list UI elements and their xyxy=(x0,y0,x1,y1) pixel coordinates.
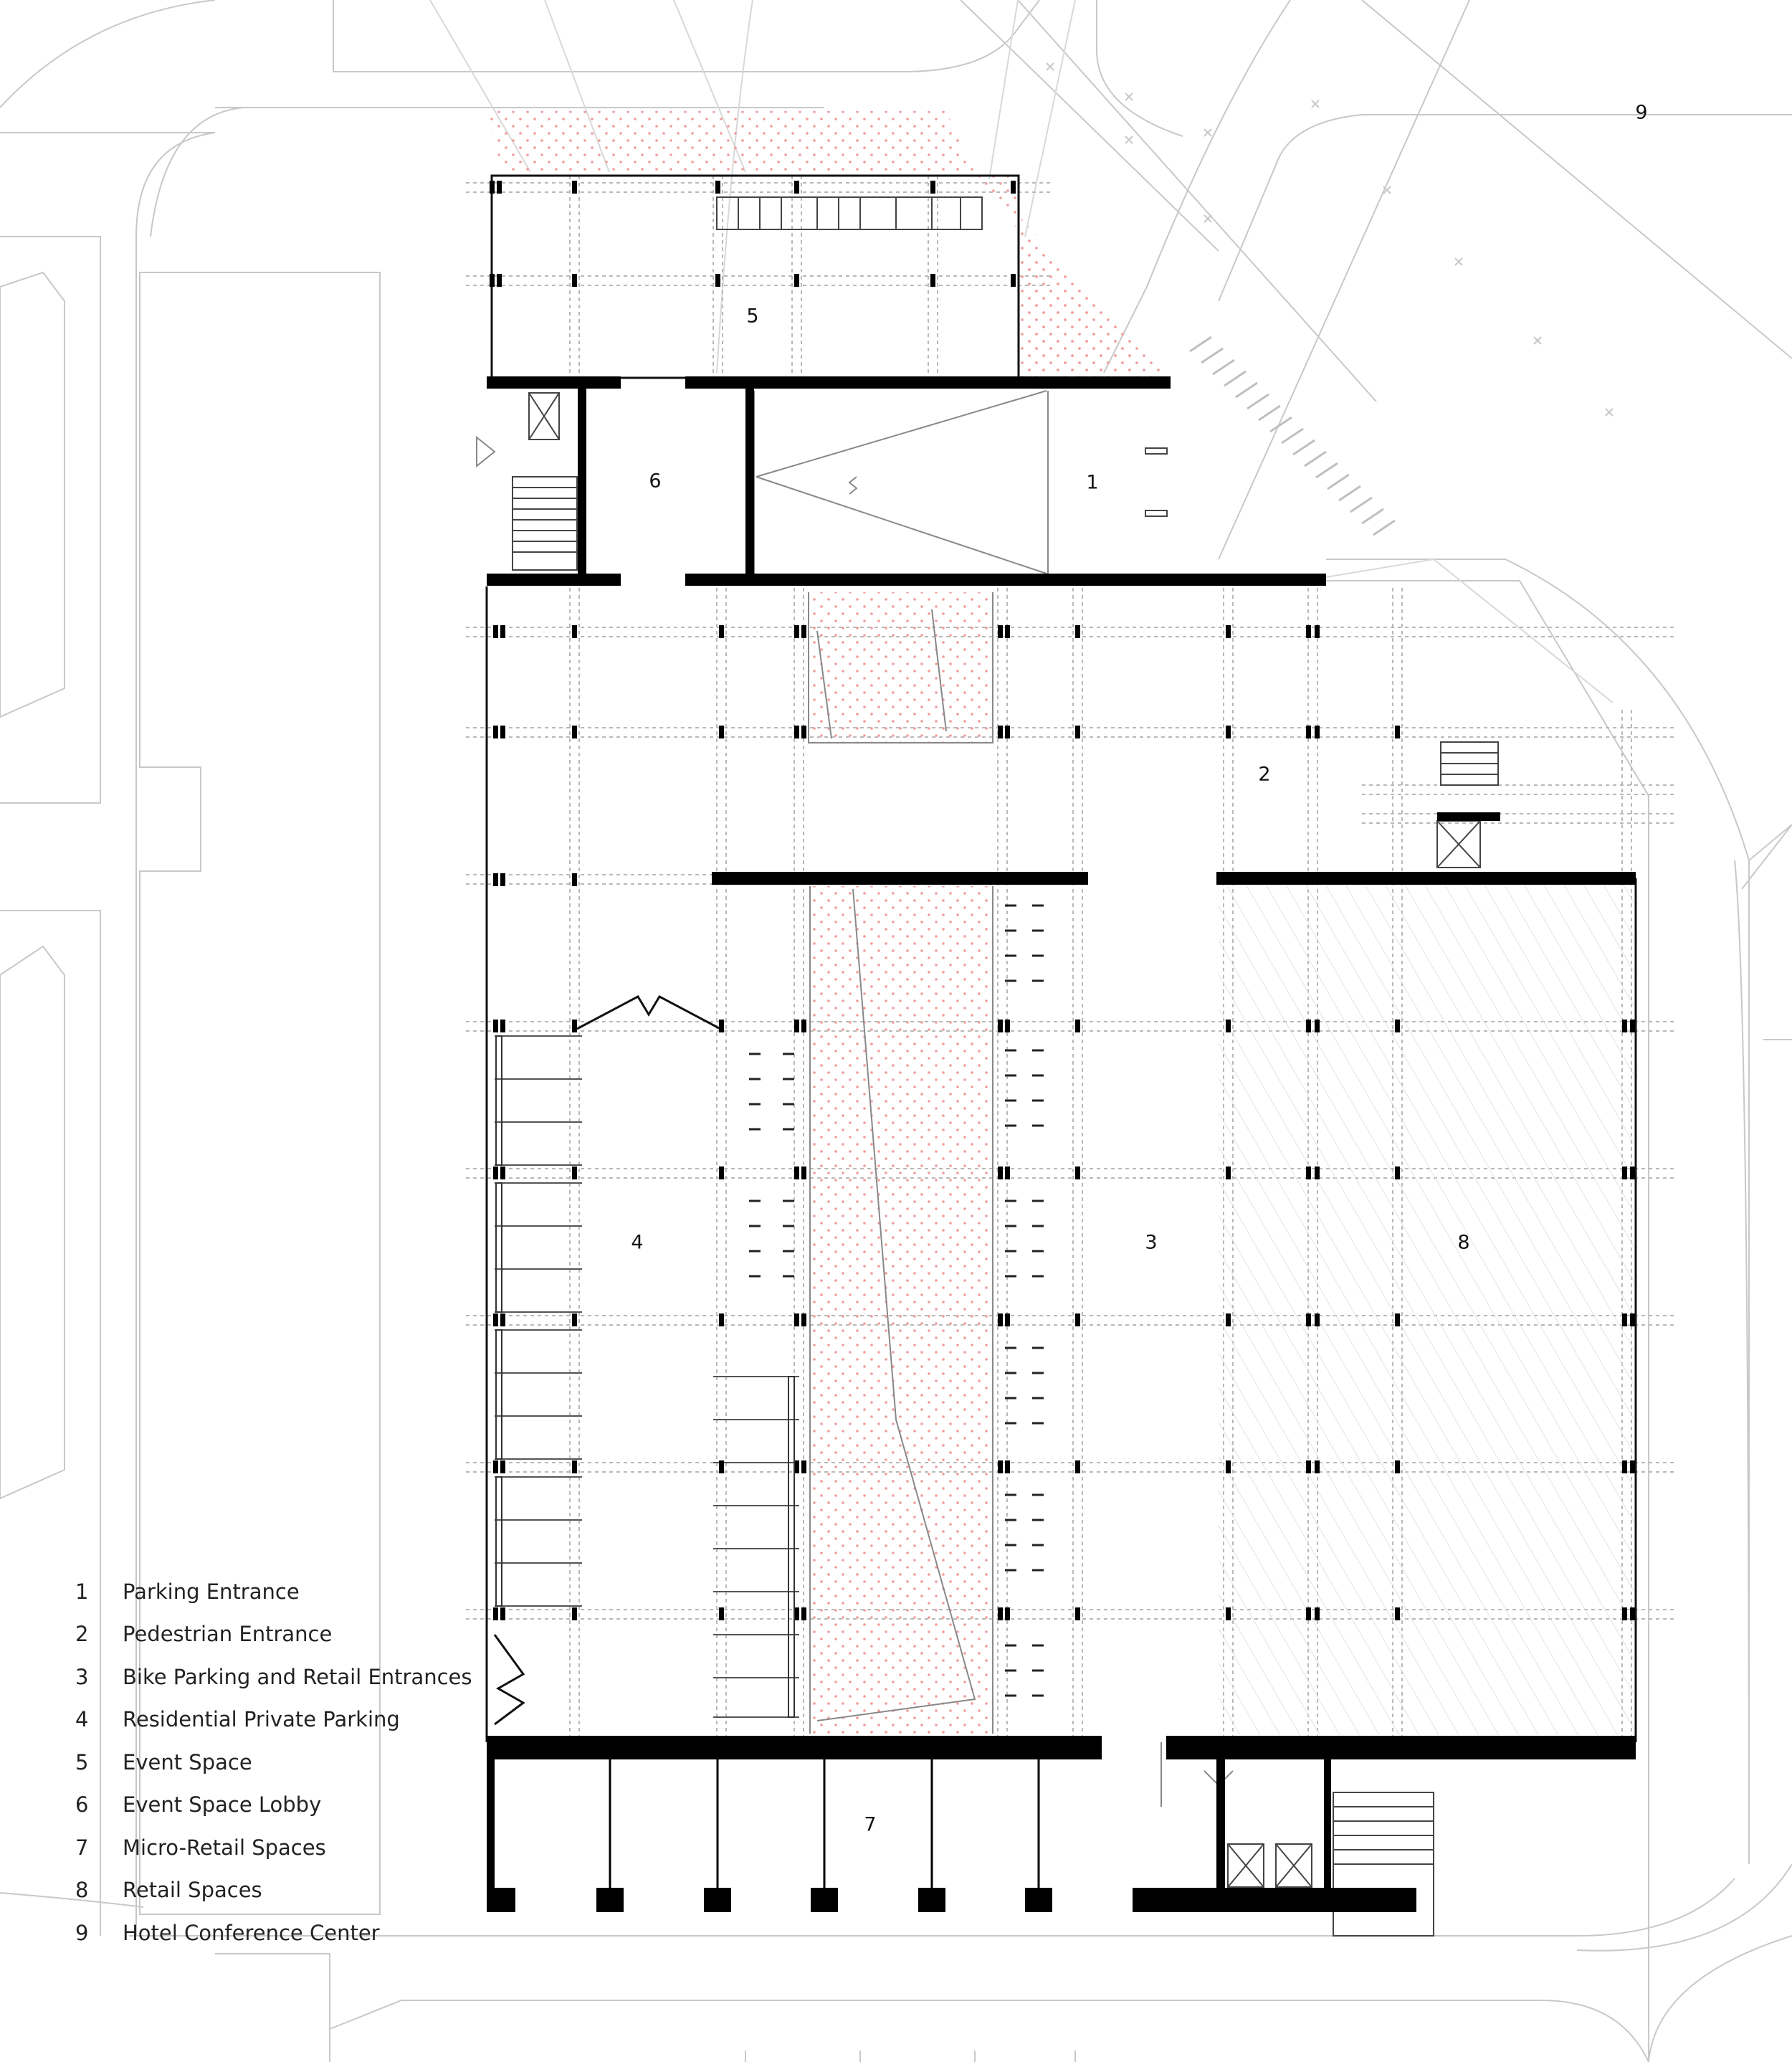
legend-label: Pedestrian Entrance xyxy=(123,1622,333,1647)
legend-number: 7 xyxy=(75,1835,89,1860)
room-label-5: 5 xyxy=(746,305,758,328)
legend-number: 3 xyxy=(75,1664,89,1689)
bike-racks xyxy=(749,904,1044,1697)
stairs-elevators xyxy=(512,196,1499,1937)
legend-number: 8 xyxy=(75,1878,89,1903)
legend: 1 Parking Entrance 2 Pedestrian Entrance… xyxy=(75,1570,491,1954)
legend-number: 9 xyxy=(75,1920,89,1945)
legend-label: Micro-Retail Spaces xyxy=(123,1835,326,1860)
room-label-8: 8 xyxy=(1457,1232,1469,1254)
legend-item: 7 Micro-Retail Spaces xyxy=(75,1826,491,1869)
legend-number: 1 xyxy=(75,1579,89,1604)
legend-label: Bike Parking and Retail Entrances xyxy=(123,1664,472,1689)
legend-number: 2 xyxy=(75,1622,89,1647)
legend-number: 4 xyxy=(75,1707,89,1732)
room-label-3: 3 xyxy=(1145,1232,1157,1254)
legend-label: Parking Entrance xyxy=(123,1579,300,1604)
legend-item: 3 Bike Parking and Retail Entrances xyxy=(75,1655,491,1698)
retail-hatch xyxy=(1219,882,1634,1735)
legend-item: 9 Hotel Conference Center xyxy=(75,1911,491,1954)
legend-label: Retail Spaces xyxy=(123,1878,262,1903)
landscape-zones xyxy=(487,111,1168,1734)
legend-number: 6 xyxy=(75,1792,89,1818)
legend-number: 5 xyxy=(75,1749,89,1774)
parking-stalls xyxy=(495,1035,799,1718)
room-label-2: 2 xyxy=(1258,764,1270,786)
legend-label: Residential Private Parking xyxy=(123,1707,400,1732)
legend-item: 2 Pedestrian Entrance xyxy=(75,1613,491,1656)
legend-item: 5 Event Space xyxy=(75,1741,491,1784)
room-label-4: 4 xyxy=(631,1232,643,1254)
legend-label: Event Space xyxy=(123,1749,252,1774)
room-label-1: 1 xyxy=(1086,472,1098,494)
room-label-9: 9 xyxy=(1635,102,1647,124)
micro-retail-partitions xyxy=(609,1759,1040,1893)
legend-label: Event Space Lobby xyxy=(123,1792,322,1818)
legend-label: Hotel Conference Center xyxy=(123,1920,380,1945)
columns xyxy=(490,181,1635,1718)
legend-item: 6 Event Space Lobby xyxy=(75,1784,491,1827)
room-label-6: 6 xyxy=(649,470,661,493)
room-labels: 1 2 3 4 5 6 7 8 9 xyxy=(631,102,1647,1836)
legend-item: 1 Parking Entrance xyxy=(75,1570,491,1613)
legend-item: 8 Retail Spaces xyxy=(75,1869,491,1912)
legend-item: 4 Residential Private Parking xyxy=(75,1698,491,1742)
room-label-7: 7 xyxy=(864,1814,876,1836)
